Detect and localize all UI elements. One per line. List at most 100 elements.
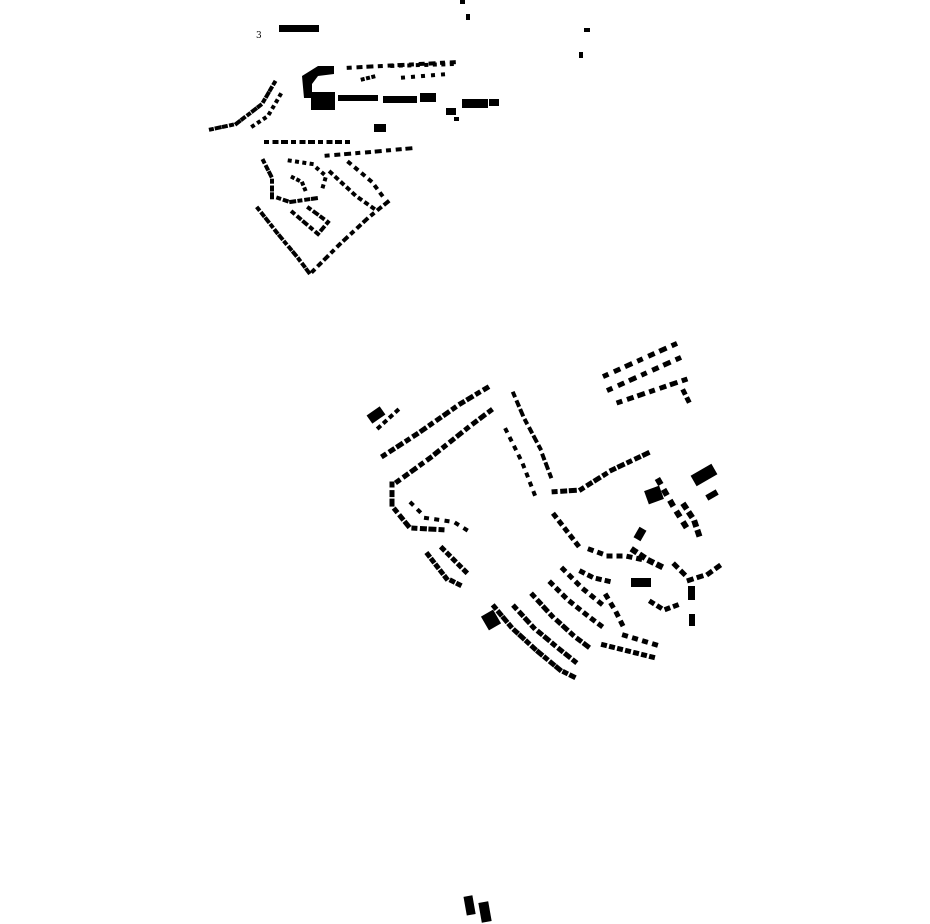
building — [568, 672, 577, 681]
building — [549, 640, 558, 649]
building — [523, 638, 532, 647]
building — [581, 610, 590, 618]
building — [600, 641, 608, 649]
building — [308, 225, 315, 232]
building — [324, 153, 330, 158]
building — [444, 518, 450, 524]
building — [300, 261, 307, 269]
building — [272, 140, 279, 144]
building — [259, 210, 267, 219]
building — [329, 248, 336, 255]
building — [290, 174, 296, 181]
building — [651, 365, 660, 373]
building — [267, 85, 275, 93]
building — [301, 219, 310, 227]
building — [318, 214, 326, 222]
building — [369, 211, 376, 218]
building — [518, 408, 526, 418]
building — [266, 170, 274, 179]
building — [402, 519, 412, 530]
building — [314, 165, 321, 172]
building — [511, 627, 520, 636]
building — [454, 117, 459, 121]
building — [669, 379, 679, 388]
building — [276, 233, 285, 242]
building — [428, 556, 437, 565]
building — [608, 643, 616, 651]
building — [573, 579, 582, 588]
building — [516, 609, 526, 619]
building — [454, 429, 465, 439]
building — [588, 592, 597, 601]
building — [320, 183, 326, 189]
building — [270, 178, 274, 184]
building — [560, 488, 568, 494]
building — [250, 123, 256, 129]
building — [618, 619, 626, 628]
building — [393, 407, 401, 414]
building — [615, 398, 624, 406]
building — [361, 216, 370, 225]
building — [522, 615, 532, 626]
building — [295, 256, 303, 263]
building — [489, 99, 499, 106]
building — [454, 580, 463, 588]
building — [356, 65, 363, 70]
building — [586, 572, 595, 580]
building — [423, 515, 430, 521]
building — [624, 647, 632, 655]
building — [529, 623, 537, 632]
building — [438, 527, 445, 533]
building — [478, 901, 492, 923]
building — [281, 140, 288, 144]
building — [408, 500, 415, 507]
building — [516, 453, 523, 461]
building — [455, 561, 464, 570]
small-house-footprints — [208, 60, 723, 681]
building — [313, 229, 321, 237]
building — [667, 498, 676, 508]
building — [631, 578, 651, 587]
building — [221, 123, 229, 129]
building — [385, 148, 392, 153]
building — [255, 102, 264, 110]
building — [250, 106, 259, 114]
building — [295, 177, 301, 183]
building — [420, 93, 436, 102]
building — [584, 28, 590, 32]
building — [272, 228, 280, 236]
building — [585, 480, 594, 489]
building — [601, 470, 609, 479]
building — [616, 380, 626, 389]
building — [318, 140, 323, 144]
building — [398, 63, 403, 68]
building — [324, 219, 331, 226]
building — [432, 62, 437, 67]
building — [517, 632, 527, 642]
building — [691, 519, 700, 528]
building — [461, 567, 470, 576]
building — [424, 454, 434, 463]
building — [686, 576, 695, 584]
building — [553, 585, 562, 594]
building — [640, 370, 648, 378]
building — [680, 501, 690, 511]
building — [678, 568, 688, 578]
building — [381, 418, 389, 425]
building — [369, 204, 376, 211]
building — [477, 412, 488, 422]
building — [418, 61, 425, 67]
building — [383, 96, 417, 103]
building — [271, 79, 278, 87]
building — [690, 463, 718, 487]
building — [646, 557, 656, 566]
building — [567, 630, 576, 638]
building — [680, 520, 690, 530]
building — [535, 628, 545, 638]
building — [529, 591, 537, 600]
building — [335, 241, 343, 249]
building — [573, 540, 582, 549]
building — [311, 92, 335, 110]
building — [365, 75, 371, 81]
building — [349, 229, 356, 236]
